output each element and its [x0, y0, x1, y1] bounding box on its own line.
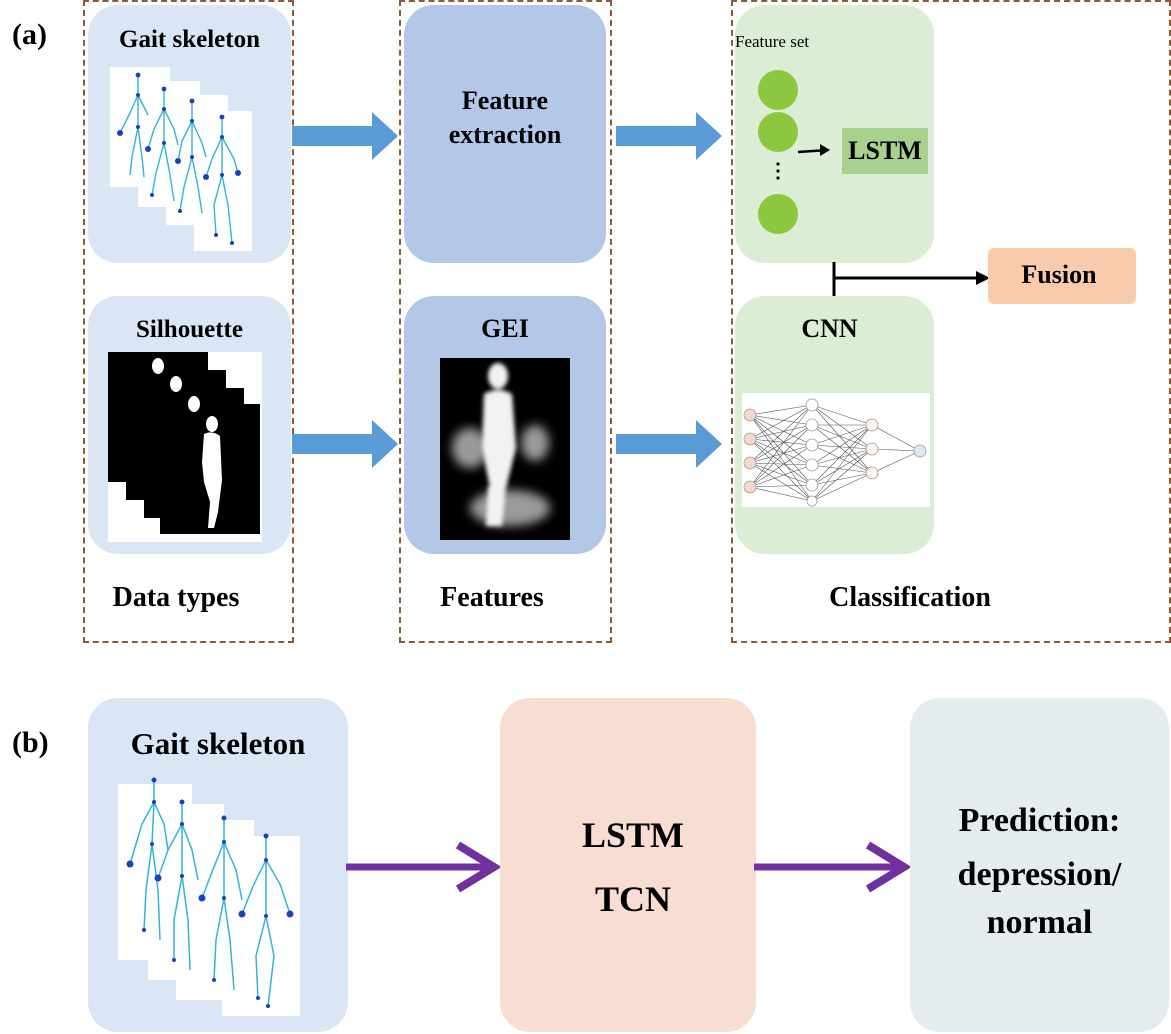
- silhouette-frames-image: [108, 352, 262, 542]
- b-skeleton-frames-image: [118, 777, 300, 1016]
- arrow-silhouette-to-gei: [292, 420, 398, 468]
- b-arrow-model-to-prediction: [754, 841, 912, 893]
- b-model-lstm-label: LSTM: [581, 815, 685, 855]
- classification-caption: Classification: [829, 582, 991, 613]
- arrow-extraction-to-lstm: [616, 112, 722, 160]
- features-group: [399, 0, 612, 643]
- arrow-gei-to-cnn: [616, 420, 722, 468]
- gei-label: GEI: [481, 314, 529, 343]
- panel-a-label: (a): [12, 18, 47, 51]
- gait-skeleton-title: Gait skeleton: [119, 26, 260, 53]
- gei-image: [440, 358, 570, 540]
- arrow-skeleton-to-extraction: [292, 112, 398, 160]
- fusion-box: [988, 248, 1136, 304]
- b-model-box: [500, 698, 756, 1032]
- feature-set-nodes: [758, 70, 830, 234]
- feature-set-label: Feature set: [735, 32, 810, 51]
- skeleton-frames-image: [110, 67, 252, 251]
- features-caption: Features: [440, 582, 544, 613]
- classification-group: [731, 0, 1171, 643]
- feature-extraction-box: [404, 5, 606, 263]
- data-types-caption: Data types: [112, 582, 240, 613]
- b-prediction-value-line1: depression/: [957, 856, 1122, 893]
- cnn-network-image: [742, 393, 930, 507]
- b-gait-skeleton-title: Gait skeleton: [130, 726, 306, 761]
- cnn-label: CNN: [801, 314, 858, 343]
- b-prediction-title: Prediction:: [958, 802, 1121, 839]
- b-prediction-box: [910, 698, 1169, 1032]
- data-types-group: [83, 0, 294, 643]
- fusion-label: Fusion: [1021, 260, 1097, 289]
- fusion-connector: [832, 262, 990, 296]
- b-arrow-skeleton-to-model: [346, 841, 502, 893]
- lstm-label: LSTM: [848, 136, 922, 165]
- silhouette-title: Silhouette: [136, 316, 243, 343]
- panel-b-label: (b): [12, 726, 49, 759]
- feature-extraction-label: Feature extraction: [448, 86, 562, 149]
- b-model-tcn-label: TCN: [594, 879, 671, 919]
- b-prediction-value-line2: normal: [986, 904, 1093, 941]
- lstm-block: [842, 128, 928, 174]
